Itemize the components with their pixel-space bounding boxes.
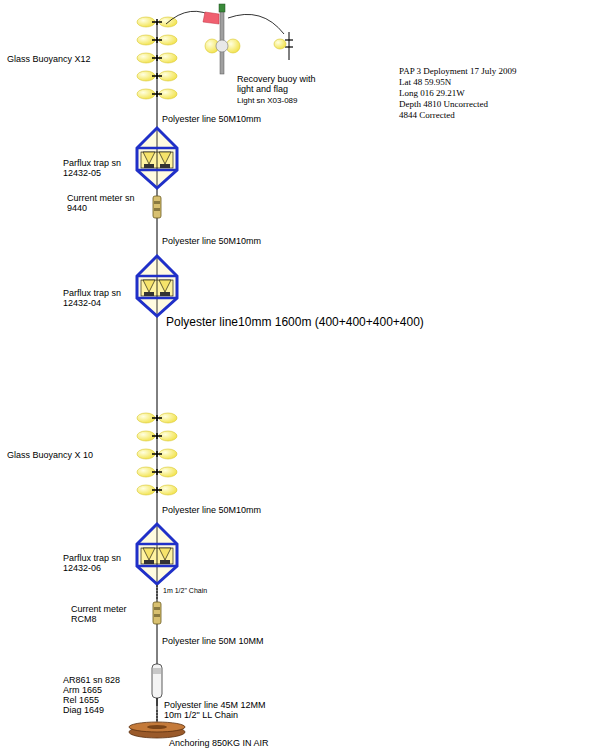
position-note: Long 016 29.21W — [398, 88, 466, 98]
line-spec: Polyester line 50M10mm — [161, 505, 262, 515]
depth-note: 4844 Corrected — [398, 110, 456, 120]
anchor-label: Anchoring 850KG IN AIR — [168, 738, 270, 748]
part-label: Current meter RCM8 — [70, 604, 138, 624]
serial-number: Rel 1655 — [62, 695, 100, 705]
title-note: PAP 3 Deployment 17 July 2009 — [398, 66, 518, 76]
line-spec: Polyester line 50M 10MM — [161, 636, 265, 646]
serial-number: Diag 1649 — [62, 705, 105, 715]
part-label: Parflux trap sn 12432-04 — [62, 288, 134, 308]
serial-number: Light sn X03-089 — [236, 96, 299, 105]
part-label: AR861 sn 828 — [62, 675, 121, 685]
part-label: Parflux trap sn 12432-05 — [62, 158, 134, 178]
position-note: Lat 48 59.95N — [398, 77, 452, 87]
serial-number: Arm 1665 — [62, 685, 103, 695]
part-label: Parflux trap sn 12432-06 — [62, 553, 134, 573]
line-spec: Polyester line 50M10mm — [161, 114, 262, 124]
chain-spec: 10m 1/2" LL Chain — [163, 710, 239, 720]
part-label: Glass Buoyancy X 10 — [6, 450, 94, 460]
part-label: Recovery buoy with light and flag — [236, 74, 328, 94]
depth-note: Depth 4810 Uncorrected — [398, 99, 489, 109]
part-label: Glass Buoyancy X12 — [6, 54, 92, 64]
line-spec: Polyester line 50M10mm — [161, 236, 262, 246]
part-label: Current meter sn 9440 — [66, 193, 136, 213]
line-spec: Polyester line 45M 12MM — [163, 700, 267, 710]
chain-spec: 1m 1/2" Chain — [162, 587, 208, 595]
line-spec: Polyester line10mm 1600m (400+400+400+40… — [165, 316, 425, 329]
